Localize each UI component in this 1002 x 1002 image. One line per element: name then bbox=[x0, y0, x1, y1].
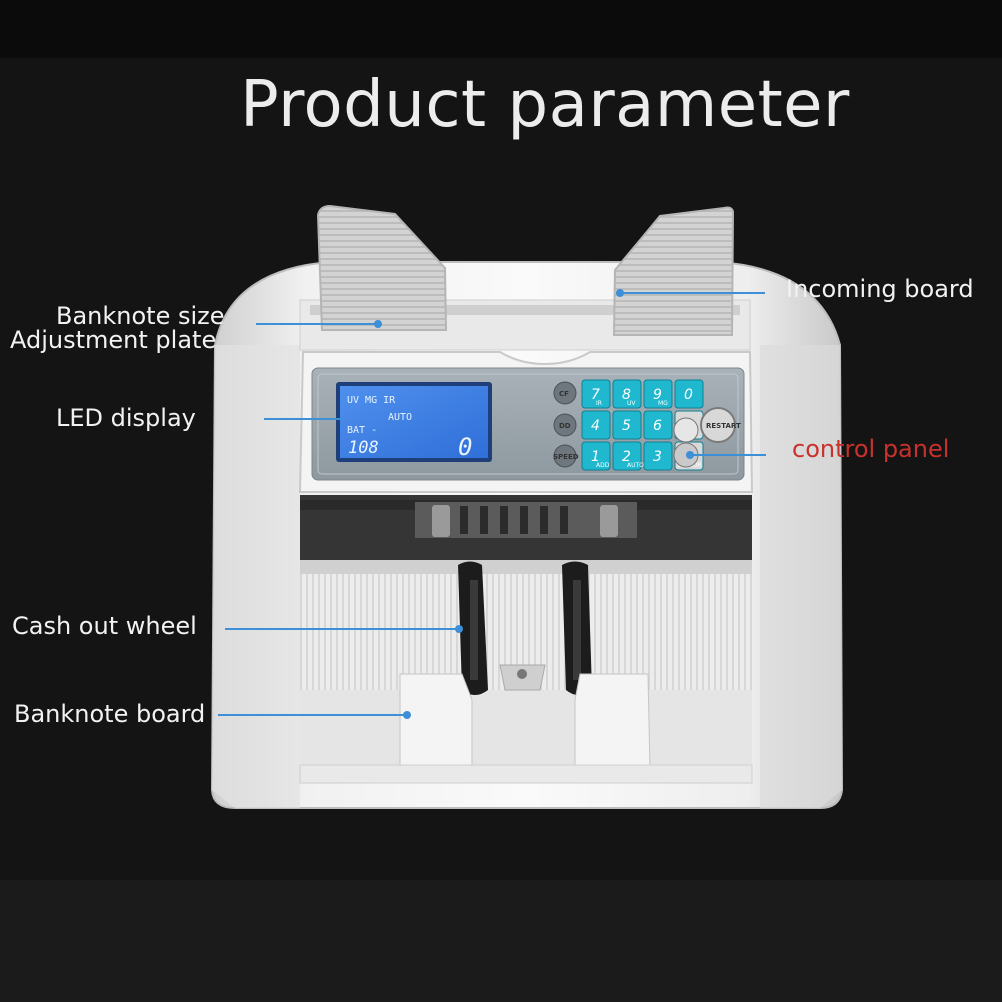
keypad-key[interactable] bbox=[612, 379, 642, 409]
keypad-key-sublabel: AUTO bbox=[627, 462, 644, 469]
dd-button-label: DD bbox=[559, 422, 571, 430]
bottom-band bbox=[0, 880, 1002, 1002]
keypad-key-sublabel: UV bbox=[627, 400, 636, 407]
keypad-key[interactable] bbox=[581, 379, 611, 409]
leader-dot-incoming-board bbox=[616, 289, 624, 297]
keypad-key-label: 3 bbox=[653, 449, 662, 465]
keypad-key[interactable] bbox=[643, 410, 673, 440]
lcd-bat: BAT - bbox=[347, 425, 377, 436]
keypad-key-label: 5 bbox=[622, 418, 631, 434]
leader-dot-banknote-board bbox=[403, 711, 411, 719]
leader-dot-control-panel bbox=[686, 451, 694, 459]
keypad-key-label: 4 bbox=[591, 418, 600, 434]
label-banknote-board: Banknote board bbox=[14, 700, 206, 728]
leader-control-panel bbox=[690, 454, 766, 456]
leader-led-display bbox=[264, 418, 344, 420]
keypad-key[interactable] bbox=[612, 410, 642, 440]
page-title: Product parameter bbox=[240, 68, 850, 142]
keypad-key[interactable] bbox=[643, 441, 673, 471]
keypad-key[interactable] bbox=[581, 441, 611, 471]
keypad-key-label: 6 bbox=[653, 418, 662, 434]
label-control-panel: control panel bbox=[792, 435, 950, 463]
keypad-key-label: 0 bbox=[684, 387, 693, 403]
keypad-key-sublabel: ADD bbox=[596, 462, 610, 469]
leader-dot-cash-out-wheel bbox=[455, 625, 463, 633]
cf-button-label: CF bbox=[559, 390, 569, 398]
keypad-key[interactable] bbox=[581, 410, 611, 440]
label-adjustment-plate: Adjustment plate bbox=[10, 326, 217, 354]
leader-incoming-board bbox=[620, 292, 765, 294]
keypad-key-label: 8 bbox=[622, 387, 631, 403]
keypad-key-label: 7 bbox=[591, 387, 600, 403]
label-banknote-size: Banknote size bbox=[56, 302, 225, 330]
leader-cash-out-wheel bbox=[225, 628, 458, 630]
keypad-key[interactable] bbox=[674, 379, 704, 409]
lcd-batch-value: 108 bbox=[348, 438, 379, 458]
keypad-key[interactable] bbox=[643, 379, 673, 409]
speed-button-label: SPEED bbox=[553, 453, 579, 461]
top-band bbox=[0, 0, 1002, 58]
lcd-auto: AUTO bbox=[388, 412, 412, 423]
label-cash-out-wheel: Cash out wheel bbox=[12, 612, 197, 640]
keypad-key-label: 9 bbox=[653, 387, 662, 403]
keypad-key[interactable] bbox=[612, 441, 642, 471]
restart-button-label: RESTART bbox=[706, 422, 741, 430]
keypad-key-sublabel: IR bbox=[596, 400, 602, 407]
keypad-key-sublabel: MG bbox=[658, 400, 668, 407]
keypad-key-label: 1 bbox=[591, 449, 600, 465]
keypad-key-label: 2 bbox=[622, 449, 631, 465]
label-led-display: LED display bbox=[56, 404, 196, 432]
lcd-modes: UV MG IR bbox=[347, 395, 396, 406]
leader-banknote-board bbox=[218, 714, 406, 716]
lcd-count-value: 0 bbox=[458, 433, 472, 461]
leader-banknote-size bbox=[256, 323, 376, 325]
leader-dot-banknote-size bbox=[374, 320, 382, 328]
label-incoming-board: Incoming board bbox=[786, 275, 974, 303]
